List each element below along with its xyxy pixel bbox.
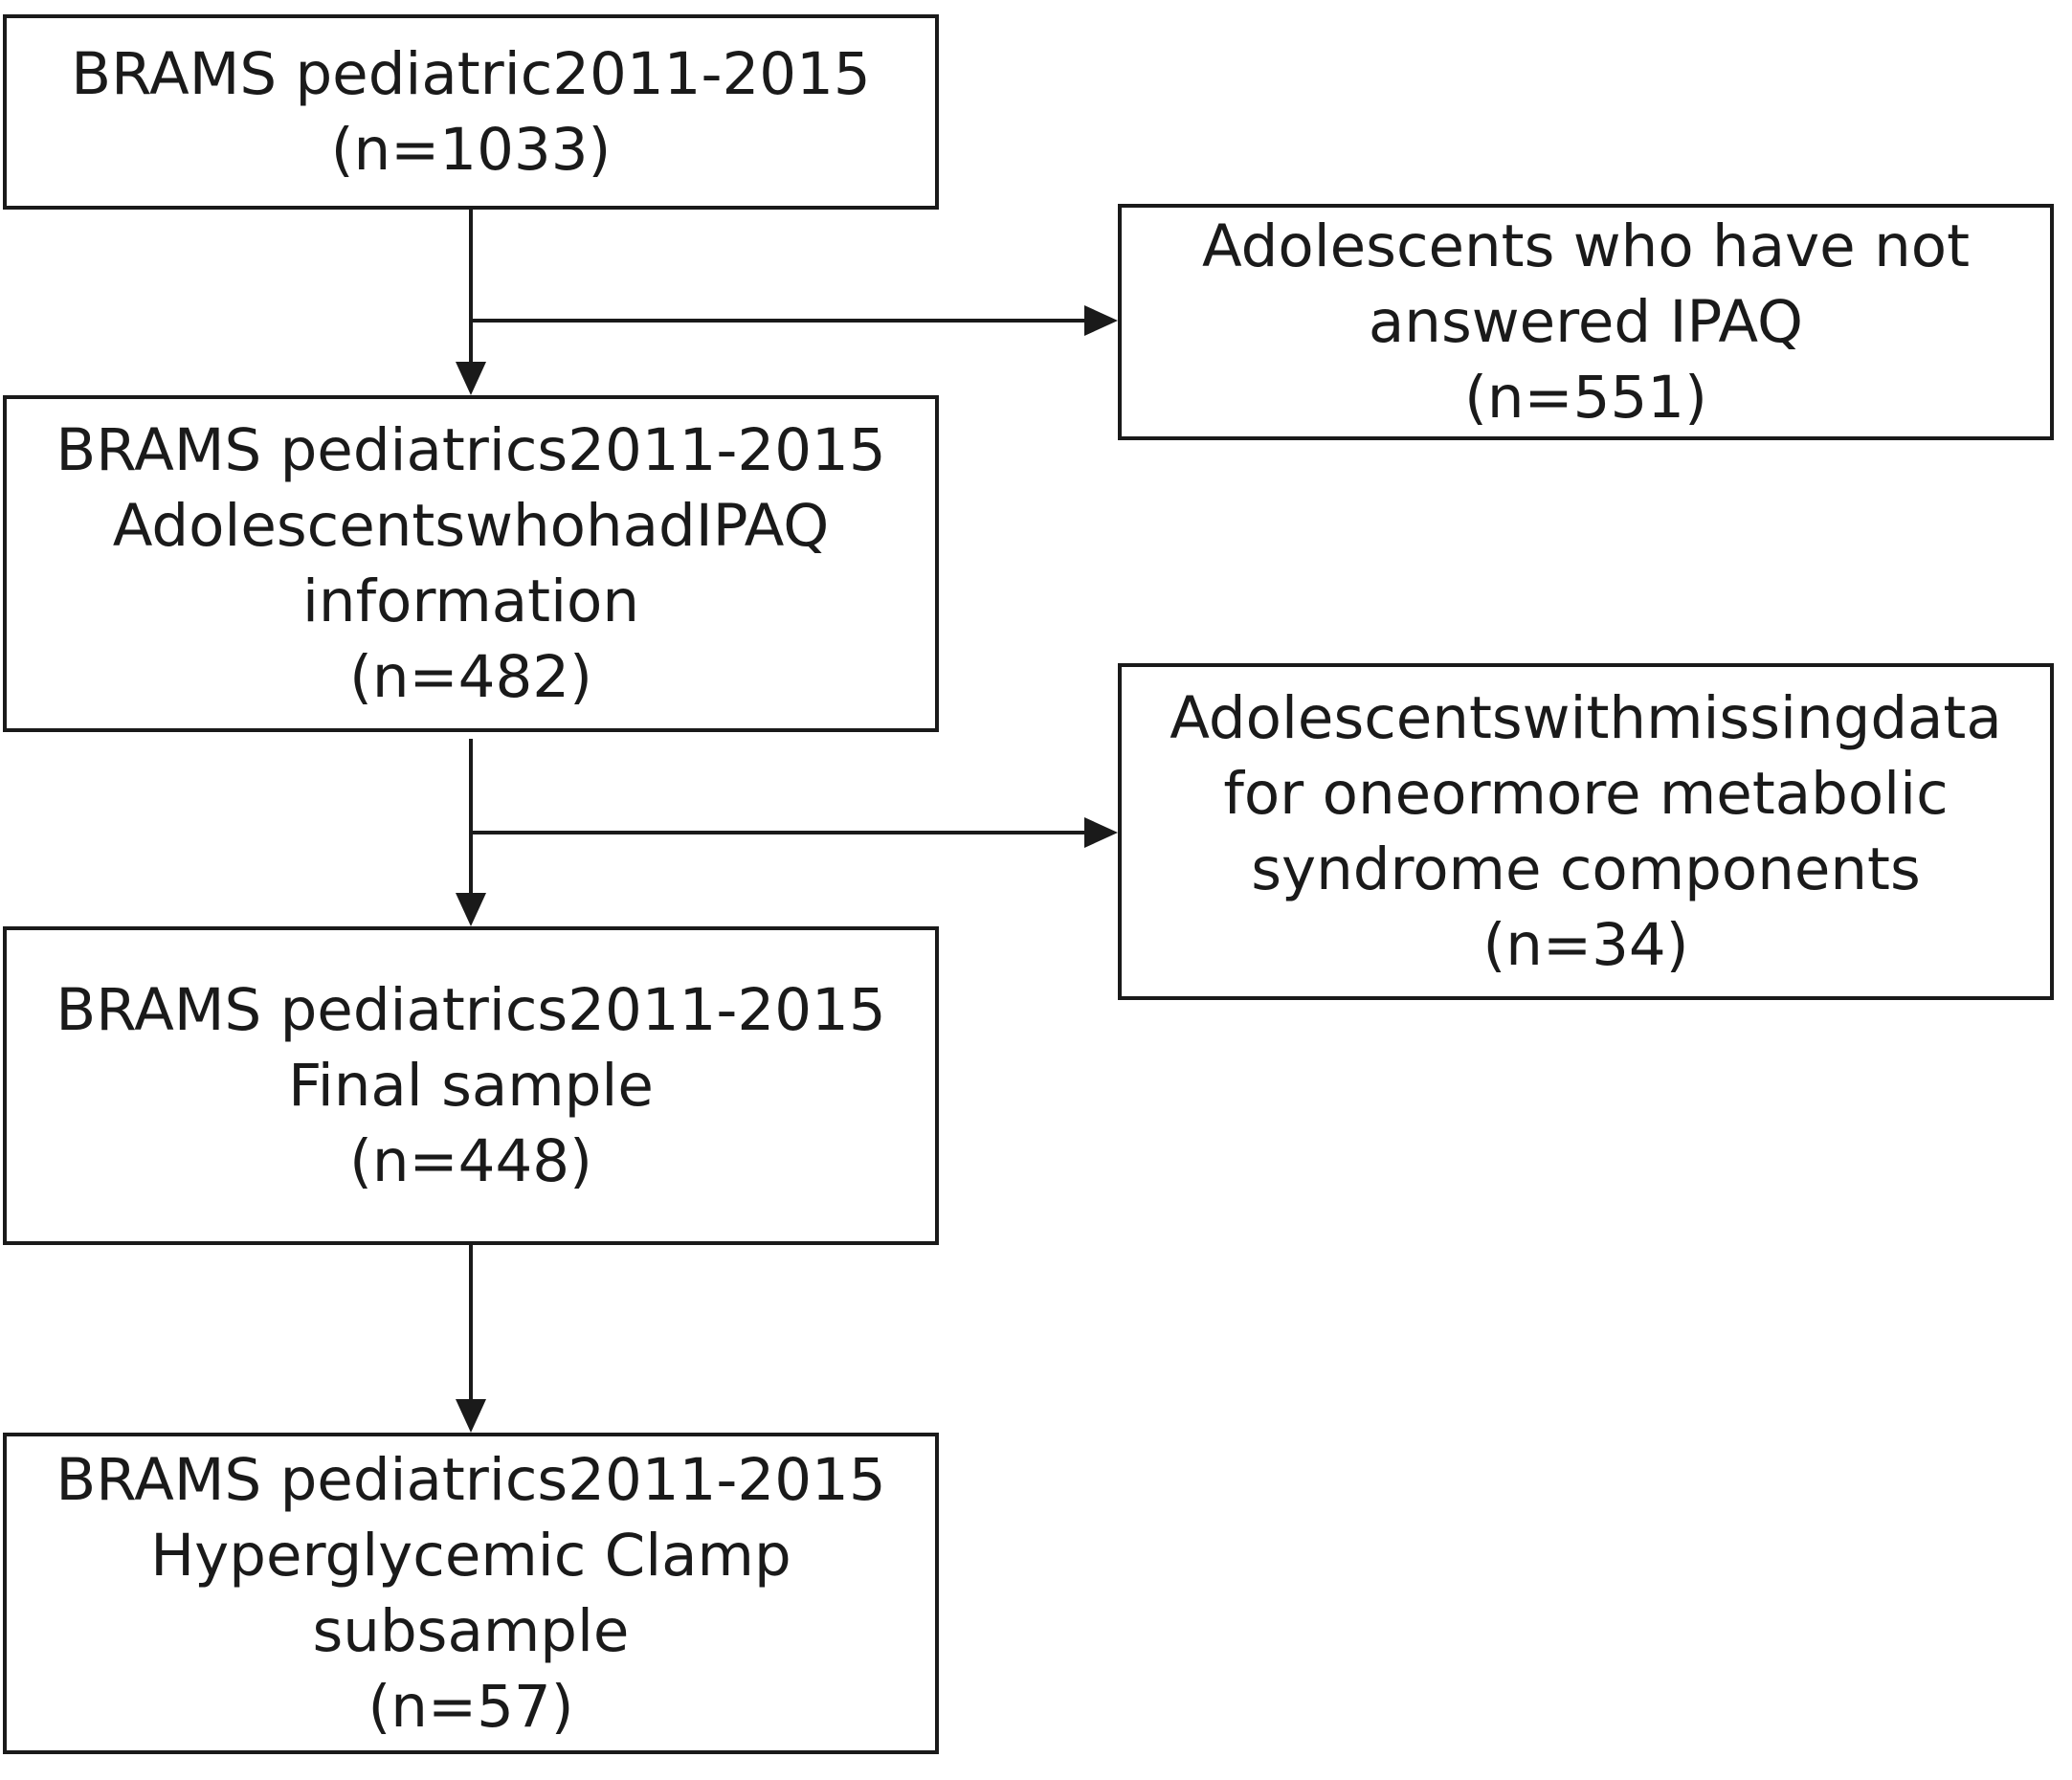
step-2-line-1: BRAMS pediatrics2011-2015 (56, 416, 886, 484)
step-1-line-1: BRAMS pediatric2011-2015 (71, 40, 871, 108)
exclusion-2-line-4: (n=34) (1482, 911, 1689, 979)
step-1-box: BRAMS pediatric2011-2015 (n=1033) (3, 14, 939, 210)
exclusion-1-line-1: Adolescents who have not (1202, 212, 1970, 280)
step-3-line-2: Final sample (288, 1052, 654, 1120)
step-3-box: BRAMS pediatrics2011-2015 Final sample (… (3, 926, 939, 1245)
step-2-line-3: information (301, 567, 640, 635)
step-2-line-2: AdolescentswhohadIPAQ (112, 492, 830, 560)
arrowhead-step4 (456, 1399, 486, 1433)
step-4-line-3: subsample (312, 1597, 630, 1665)
step-2-line-4: (n=482) (349, 643, 592, 711)
exclusion-1-line-2: answered IPAQ (1368, 288, 1804, 356)
step-3-line-3: (n=448) (349, 1127, 592, 1195)
exclusion-1-line-3: (n=551) (1464, 364, 1707, 432)
exclusion-2-box: Adolescentswithmissingdata for oneormore… (1118, 663, 2054, 1000)
step-2-box: BRAMS pediatrics2011-2015 Adolescentswho… (3, 395, 939, 732)
step-3-line-1: BRAMS pediatrics2011-2015 (56, 976, 886, 1044)
arrowhead-exclusion-2 (1084, 817, 1118, 848)
exclusion-2-line-2: for oneormore metabolic (1223, 760, 1949, 828)
step-4-line-4: (n=57) (368, 1673, 574, 1741)
arrowhead-step2 (456, 362, 486, 395)
arrowhead-step3 (456, 893, 486, 926)
exclusion-1-box: Adolescents who have not answered IPAQ (… (1118, 204, 2054, 440)
step-4-line-2: Hyperglycemic Clamp (150, 1522, 791, 1590)
arrowhead-exclusion-1 (1084, 305, 1118, 336)
step-1-line-2: (n=1033) (330, 116, 612, 184)
exclusion-2-line-1: Adolescentswithmissingdata (1170, 684, 2002, 752)
step-4-box: BRAMS pediatrics2011-2015 Hyperglycemic … (3, 1433, 939, 1754)
exclusion-2-line-3: syndrome components (1251, 835, 1921, 903)
step-4-line-1: BRAMS pediatrics2011-2015 (56, 1446, 886, 1514)
